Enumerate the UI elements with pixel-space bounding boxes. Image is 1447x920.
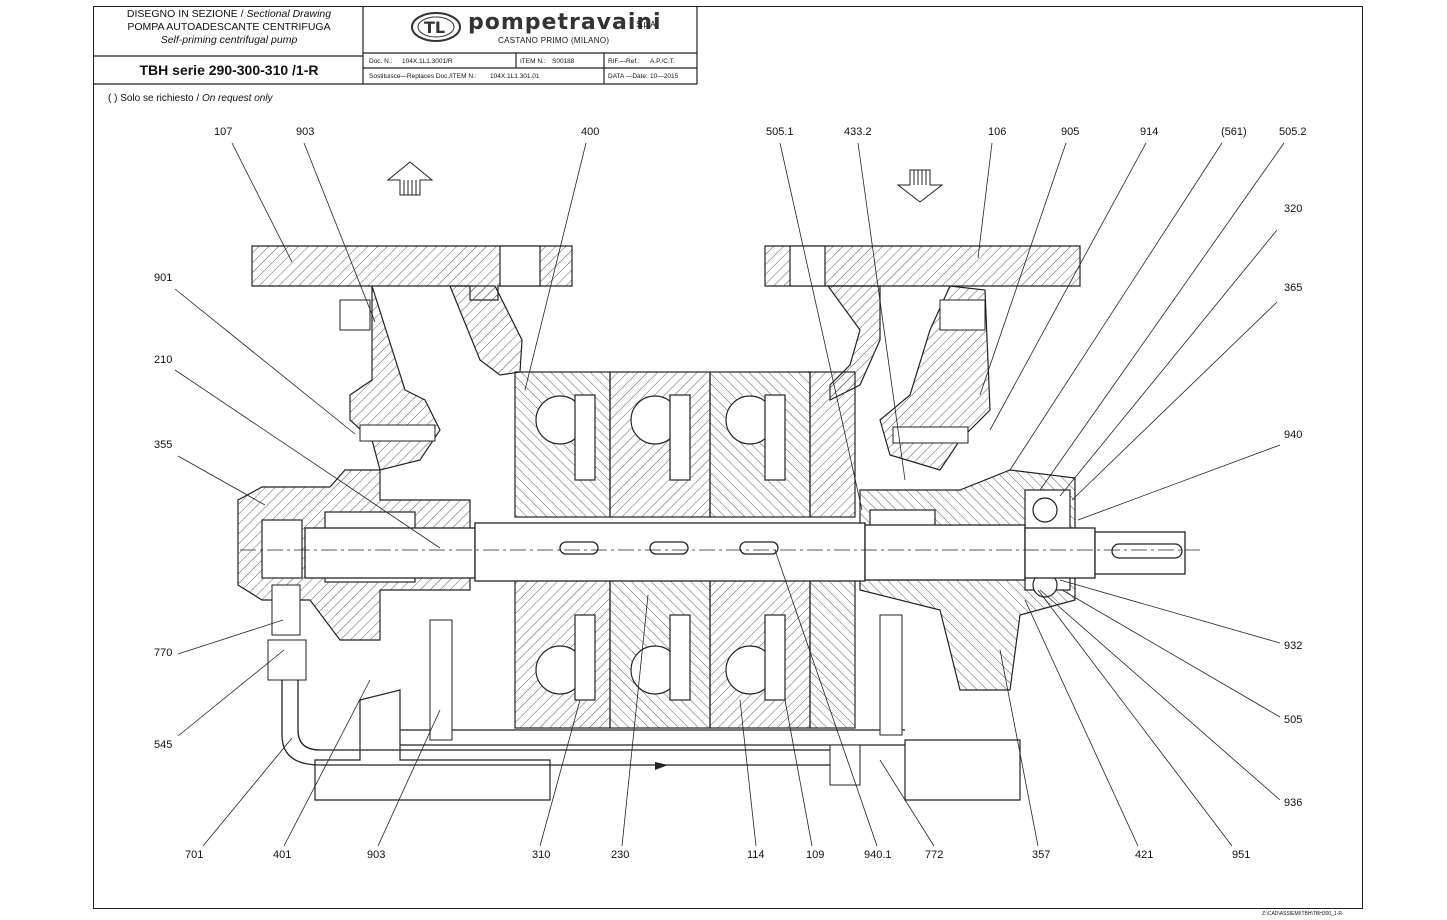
bolts: [267, 299, 986, 741]
drawing-sheet-border: [93, 6, 1363, 909]
svg-text:TL: TL: [424, 18, 445, 37]
label-433-2: 433.2: [844, 126, 872, 138]
label-505: 505: [1284, 714, 1303, 726]
doc-value: 104X.1L1.3001/R: [402, 58, 453, 65]
outlet-flow-arrow-icon: [386, 161, 434, 196]
label-320: 320: [1284, 203, 1303, 215]
ref-value: A.P./C.T.: [650, 58, 675, 65]
label-932: 932: [1284, 640, 1303, 652]
label-107: 107: [214, 126, 233, 138]
note-it: ( ) Solo se richiesto /: [108, 93, 200, 104]
priming-pipe: [281, 680, 840, 766]
title-line3-en: Self-priming centrifugal pump: [160, 34, 298, 46]
label-310: 310: [532, 849, 551, 861]
label-230: 230: [611, 849, 630, 861]
label-355: 355: [154, 439, 173, 451]
date-value: 10—2015: [650, 73, 679, 80]
note-en: On request only: [201, 93, 273, 104]
label-561: (561): [1221, 126, 1247, 138]
label-903-top: 903: [296, 126, 315, 138]
title-line1-it: DISEGNO IN SEZIONE: [126, 8, 238, 20]
series-title: TBH serie 290-300-310 /1-R: [139, 62, 319, 78]
brand-city: CASTANO PRIMO (MILANO): [498, 36, 610, 45]
brand-suffix: S.p.A.: [636, 20, 658, 29]
label-210: 210: [154, 354, 173, 366]
label-109: 109: [806, 849, 825, 861]
title-line1-en: Sectional Drawing: [246, 8, 332, 20]
label-936: 936: [1284, 797, 1303, 809]
label-114: 114: [747, 849, 765, 861]
title-block-frame: [93, 6, 698, 85]
leader-lines: [174, 142, 1285, 847]
label-106: 106: [988, 126, 1007, 138]
label-505-1: 505.1: [766, 126, 794, 138]
brand-name: pompetravaini: [468, 10, 662, 35]
label-401: 401: [273, 849, 292, 861]
label-770: 770: [154, 647, 173, 659]
note-on-request: ( ) Solo se richiesto / On request only: [108, 93, 273, 104]
item-label: ITEM N.:: [520, 58, 546, 65]
pipe-flow-arrow-icon: [655, 762, 668, 770]
pump-shaft: [304, 522, 1186, 582]
label-545: 545: [154, 739, 173, 751]
inlet-flow-arrow-icon: [896, 169, 944, 203]
item-value: S00188: [552, 58, 575, 65]
label-365: 365: [1284, 282, 1303, 294]
ref-label: RIF.—Ref.:: [608, 58, 640, 65]
label-940: 940: [1284, 429, 1303, 441]
replaces-label: Sostituisce—Replaces Doc./ITEM N.:: [369, 73, 477, 80]
label-903-bottom: 903: [367, 849, 386, 861]
label-940-1: 940.1: [864, 849, 892, 861]
label-400: 400: [581, 126, 600, 138]
title-block-left: DISEGNO IN SEZIONE / Sectional Drawing P…: [95, 8, 363, 47]
label-421: 421: [1135, 849, 1154, 861]
replaces-value: 104X.1L1.301.01: [490, 73, 540, 80]
label-914: 914: [1140, 126, 1159, 138]
label-772: 772: [925, 849, 944, 861]
label-701: 701: [185, 849, 204, 861]
travaini-logo-icon: TL: [411, 12, 461, 42]
doc-label: Doc. N.:: [369, 58, 393, 65]
label-505-2: 505.2: [1279, 126, 1307, 138]
label-901: 901: [154, 272, 173, 284]
file-path-ref: Z:\CAD\ASSIEMI\TBH\TBH300_1-R: [1262, 911, 1343, 917]
label-951: 951: [1232, 849, 1251, 861]
label-905: 905: [1061, 126, 1080, 138]
pipe-fitting: [829, 744, 861, 786]
date-label: DATA —Date:: [608, 73, 648, 80]
title-line2-it: POMPA AUTOADESCANTE CENTRIFUGA: [127, 21, 331, 33]
label-357: 357: [1032, 849, 1051, 861]
